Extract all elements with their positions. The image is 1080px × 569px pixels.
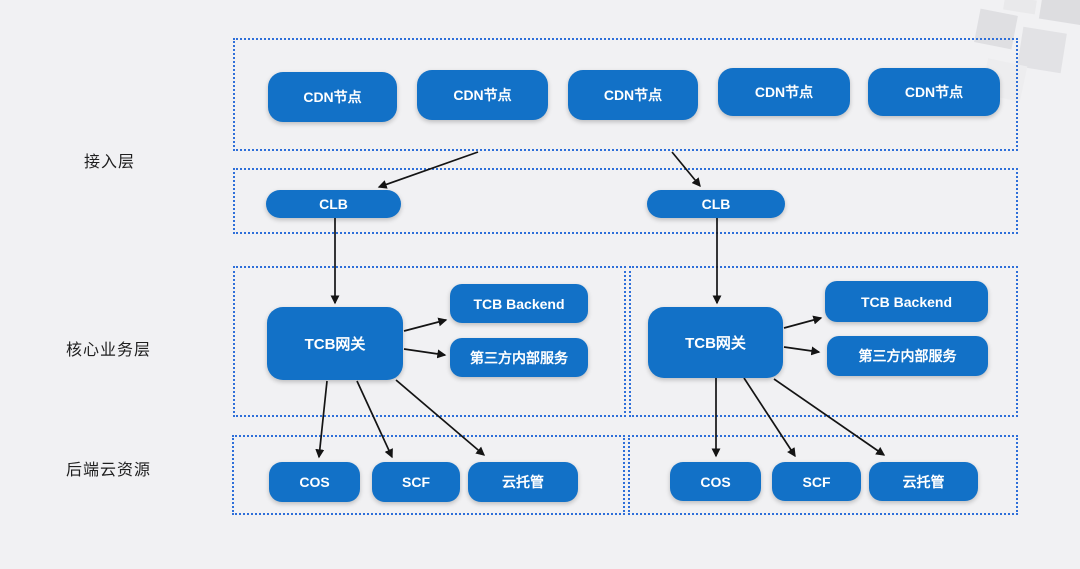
cdn-node: CDN节点 <box>568 70 698 120</box>
cdn-node: CDN节点 <box>718 68 850 116</box>
corner-decoration-square <box>1003 0 1037 15</box>
tcb-backend-left: TCB Backend <box>450 284 588 323</box>
cdn-node: CDN节点 <box>268 72 397 122</box>
cos-node-right: COS <box>670 462 761 501</box>
third-party-service-left: 第三方内部服务 <box>450 338 588 377</box>
scf-node-right: SCF <box>772 462 861 501</box>
core-layer-label: 核心业务层 <box>66 342 152 359</box>
access-cdn-zone <box>233 38 1018 151</box>
third-party-service-right: 第三方内部服务 <box>827 336 988 376</box>
cloudrun-node-left: 云托管 <box>468 462 578 502</box>
cloudrun-node-right: 云托管 <box>869 462 978 501</box>
access-layer-label: 接入层 <box>84 154 136 171</box>
clb-zone <box>233 168 1018 234</box>
cos-node-left: COS <box>269 462 360 502</box>
cdn-node: CDN节点 <box>868 68 1000 116</box>
tcb-gateway-left: TCB网关 <box>267 307 403 380</box>
cdn-node: CDN节点 <box>417 70 548 120</box>
clb-node-left: CLB <box>266 190 401 218</box>
backend-layer-label: 后端云资源 <box>66 462 152 479</box>
tcb-gateway-right: TCB网关 <box>648 307 783 378</box>
clb-node-right: CLB <box>647 190 785 218</box>
corner-decoration-square <box>1038 0 1080 26</box>
tcb-backend-right: TCB Backend <box>825 281 988 322</box>
scf-node-left: SCF <box>372 462 460 502</box>
